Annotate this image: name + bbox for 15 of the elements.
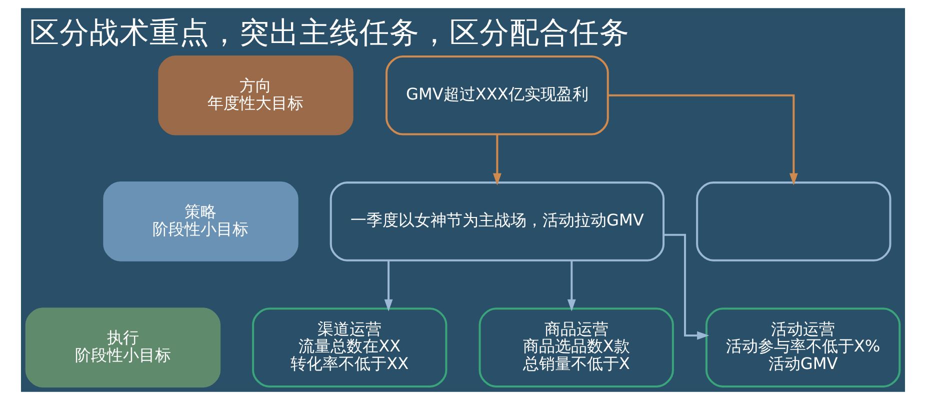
- node-box: GMV超过XXX亿实现盈利: [385, 55, 608, 136]
- arrow: [492, 134, 501, 186]
- arrow: [566, 260, 576, 312]
- node-box: 渠道运营 流量总数在XX 转化率不低于XX: [252, 308, 447, 388]
- arrow: [608, 94, 798, 186]
- arrow: [384, 260, 392, 312]
- node-box: [696, 182, 891, 262]
- node-box: 方向 年度性大目标: [158, 55, 353, 136]
- node-box: 商品运营 商品选品数X款 总销量不低于X: [478, 308, 674, 388]
- node-box: 策略 阶段性小目标: [102, 182, 298, 262]
- node-box: 一季度以女神节为主战场，活动拉动GMV: [329, 182, 664, 262]
- arrow: [663, 234, 709, 340]
- node-box: 活动运营 活动参与率不低于X% 活动GMV: [704, 308, 900, 388]
- diagram-title: 区分战术重点，突出主线任务，区分配合任务: [29, 16, 630, 50]
- node-box: 执行 阶段性小目标: [24, 308, 220, 388]
